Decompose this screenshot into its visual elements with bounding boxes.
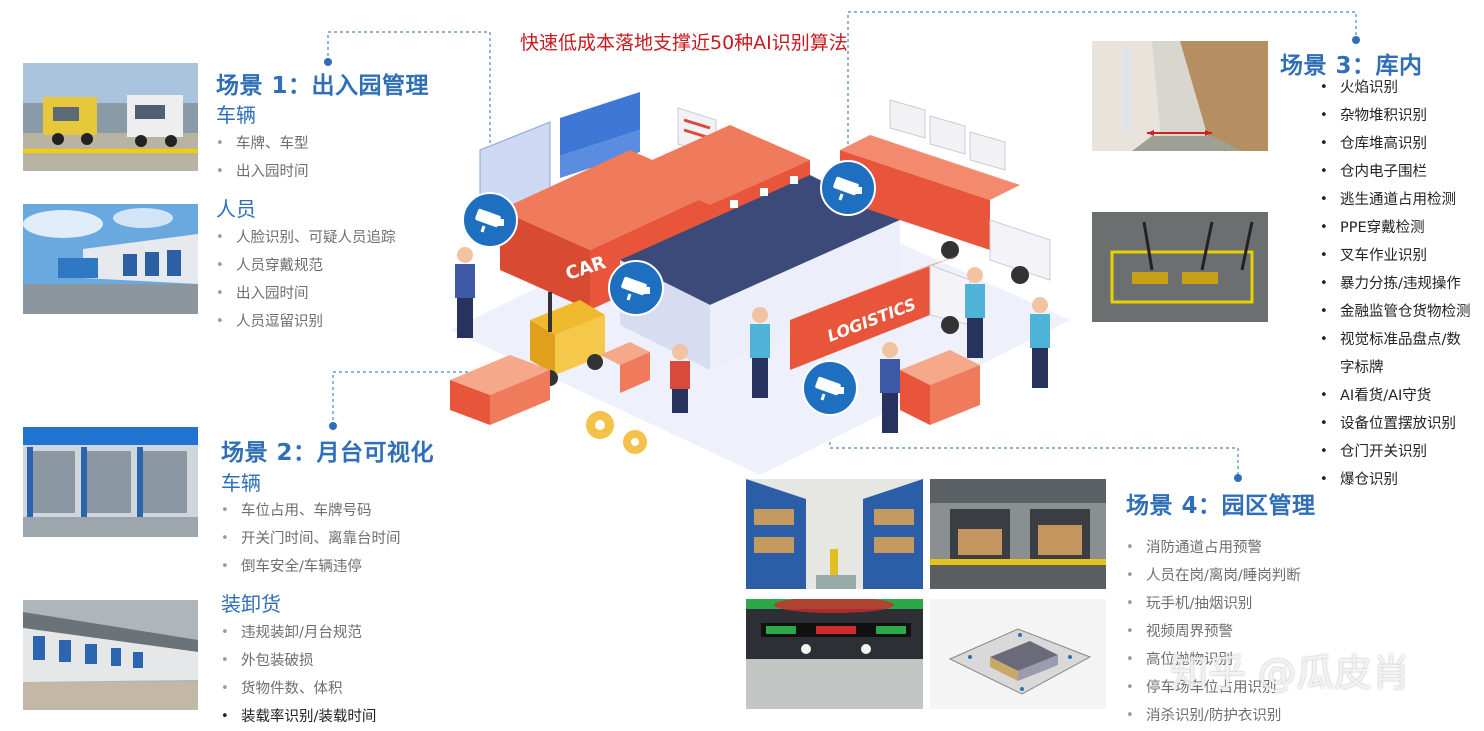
- list-item: 装载率识别/装载时间: [221, 703, 376, 731]
- loading-dock-photo: [23, 600, 198, 710]
- warehouse-aisle-photo: [1092, 41, 1268, 151]
- gear-icons: [586, 411, 647, 454]
- scene1-person-heading: 人员: [216, 197, 256, 221]
- scene4-list: 消防通道占用预警 人员在岗/离岗/睡岗判断 玩手机/抽烟识别 视频周界预警 高位…: [1126, 534, 1301, 730]
- list-item: 火焰识别: [1320, 74, 1471, 102]
- cargo-boxes: [450, 342, 980, 425]
- page-title: 快速低成本落地支撑近50种AI识别算法: [520, 32, 848, 54]
- list-item: 倒车安全/车辆违停: [221, 553, 401, 581]
- scene4-title: 场景 4：园区管理: [1126, 493, 1316, 519]
- list-item: 金融监管仓货物检测: [1320, 298, 1471, 326]
- list-item: 人员穿戴规范: [216, 252, 396, 280]
- list-item: 车位占用、车牌号码: [221, 497, 401, 525]
- list-item: AI看货/AI守货: [1320, 382, 1471, 410]
- camera-icon: [462, 192, 518, 248]
- list-item: 人员在岗/离岗/睡岗判断: [1126, 562, 1301, 590]
- list-item: 玩手机/抽烟识别: [1126, 590, 1301, 618]
- list-item: 出入园时间: [216, 158, 309, 186]
- list-item: PPE穿戴检测: [1320, 214, 1471, 242]
- list-item: 车牌、车型: [216, 130, 309, 158]
- list-item: 仓门开关识别: [1320, 438, 1471, 466]
- list-item: 货物件数、体积: [221, 675, 376, 703]
- scene3-list: 火焰识别 杂物堆积识别 仓库堆高识别 仓内电子围栏 逃生通道占用检测 PPE穿戴…: [1320, 74, 1471, 494]
- gate-trucks-photo: [23, 63, 198, 171]
- list-item: 暴力分拣/违规操作: [1320, 270, 1471, 298]
- scene2-cargo-list: 违规装卸/月台规范 外包装破损 货物件数、体积 装载率识别/装载时间: [221, 619, 376, 731]
- loading-bay-photo: [930, 479, 1106, 589]
- pallet-jacks-photo: [1092, 212, 1268, 322]
- park-model-photo: [930, 599, 1106, 709]
- dock-doors-photo: [23, 427, 198, 537]
- scene2-cargo-heading: 装卸货: [221, 592, 281, 616]
- scene1-title: 场景 1：出入园管理: [216, 73, 430, 99]
- list-item: 高位抛物识别: [1126, 646, 1301, 674]
- list-item: 仓内电子围栏: [1320, 158, 1471, 186]
- list-item: 爆仓识别: [1320, 466, 1471, 494]
- distribution-center-photo: [23, 204, 198, 314]
- list-item: 逃生通道占用检测: [1320, 186, 1471, 214]
- scene1-person-list: 人脸识别、可疑人员追踪 人员穿戴规范 出入园时间 人员逗留识别: [216, 224, 396, 336]
- list-item: 消防通道占用预警: [1126, 534, 1301, 562]
- scene1-vehicle-heading: 车辆: [216, 103, 256, 127]
- camera-icon: [608, 260, 664, 316]
- list-item: 视频周界预警: [1126, 618, 1301, 646]
- list-item: 视觉标准品盘点/数: [1320, 326, 1471, 354]
- warehouse-shelves-photo: [746, 479, 923, 589]
- list-item: 人脸识别、可疑人员追踪: [216, 224, 396, 252]
- list-item: 人员逗留识别: [216, 308, 396, 336]
- scene2-vehicle-list: 车位占用、车牌号码 开关门时间、离靠台时间 倒车安全/车辆违停: [221, 497, 401, 581]
- list-item: 出入园时间: [216, 280, 396, 308]
- list-item: 设备位置摆放识别: [1320, 410, 1471, 438]
- list-item: 消杀识别/防护衣识别: [1126, 702, 1301, 730]
- camera-icon: [820, 160, 876, 216]
- list-item-continued: 字标牌: [1340, 360, 1384, 376]
- scene1-vehicle-list: 车牌、车型 出入园时间: [216, 130, 309, 186]
- red-truck: [840, 135, 1051, 284]
- warehouse-led-sign-photo: [746, 599, 923, 709]
- list-item: 仓库堆高识别: [1320, 130, 1471, 158]
- list-item: 外包装破损: [221, 647, 376, 675]
- scene2-vehicle-heading: 车辆: [221, 471, 261, 495]
- list-item: 杂物堆积识别: [1320, 102, 1471, 130]
- scene2-title: 场景 2：月台可视化: [221, 440, 435, 466]
- list-item: 违规装卸/月台规范: [221, 619, 376, 647]
- list-item: 叉车作业识别: [1320, 242, 1471, 270]
- camera-icon: [802, 360, 858, 416]
- list-item: 开关门时间、离靠台时间: [221, 525, 401, 553]
- forklift: [530, 292, 605, 386]
- logistics-park-illustration: CAR LOGISTICS: [450, 92, 1070, 475]
- list-item: 停车场车位占用识别: [1126, 674, 1301, 702]
- watermark: 知乎 @瓜皮肖: [1170, 651, 1411, 695]
- workers: [455, 247, 1050, 433]
